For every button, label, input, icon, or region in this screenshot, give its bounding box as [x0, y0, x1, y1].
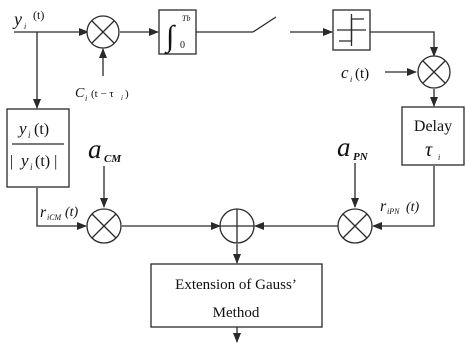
- output-block-line1: Extension of Gauss’: [175, 277, 297, 293]
- ricm-r: r: [40, 204, 47, 221]
- input-label: y i (t): [12, 8, 44, 31]
- delay-tau: τ: [425, 139, 433, 161]
- code-arg: (t): [355, 66, 369, 82]
- normalizer-denominator-sub: i: [30, 162, 33, 172]
- summer: [219, 208, 255, 244]
- apn-sub: PN: [353, 151, 369, 163]
- normalizer-denominator-arg: (t) |: [35, 153, 57, 170]
- ripn-sub: iPN: [387, 207, 400, 216]
- normalizer-denominator-y: y: [19, 151, 29, 170]
- input-y-arg: (t): [33, 8, 44, 22]
- input-y-sub: i: [24, 22, 26, 31]
- normalizer-numerator-sub: i: [28, 130, 31, 140]
- multiplier-3: [86, 208, 122, 244]
- wire-normalizer-to-mult3: [36, 188, 87, 230]
- delayed-code-arg: (t − τ: [91, 88, 114, 100]
- ricm-arg: (t): [65, 205, 79, 220]
- delay-tau-sub: i: [438, 153, 440, 162]
- normalizer-denominator-open: |: [10, 153, 13, 170]
- output-block-line2: Method: [213, 305, 260, 321]
- ripn-r: r: [380, 198, 387, 215]
- multiplier-4: [337, 208, 373, 244]
- delayed-code-close: ): [125, 88, 129, 100]
- wires: [14, 16, 438, 343]
- normalizer-numerator-arg: (t): [34, 121, 49, 138]
- integral-symbol: ∫: [164, 20, 176, 55]
- extension-of-gauss-block: Extension of Gauss’ Method: [150, 263, 323, 328]
- delay-label: Delay: [414, 118, 452, 135]
- integrator-block: ∫ Tb 0: [158, 9, 197, 55]
- acm-label: a CM: [88, 134, 122, 165]
- ripn-arg: (t): [406, 200, 420, 215]
- code-sub: i: [350, 75, 352, 84]
- delayed-code-arg-sub: i: [121, 94, 123, 102]
- acm-a: a: [88, 134, 102, 164]
- normalizer-block: y i (t) | y i (t) |: [6, 108, 70, 188]
- hard-limiter-block: [332, 9, 371, 51]
- wire-delay-to-mult4: [372, 166, 435, 230]
- wire-limiter-to-mult2: [370, 31, 438, 57]
- sampling-switch: [252, 16, 277, 33]
- delayed-code-label: C i (t − τ i ): [75, 86, 129, 103]
- code-label: c i (t): [341, 63, 369, 84]
- delayed-code-c: C: [75, 86, 85, 101]
- ricm-sub: iCM: [47, 213, 63, 222]
- normalizer-numerator-y: y: [17, 119, 27, 138]
- integral-upper-limit: Tb: [182, 14, 190, 23]
- multiplier-1: [86, 15, 120, 49]
- integral-lower-limit: 0: [180, 40, 185, 51]
- ripn-label: r iPN (t): [380, 198, 420, 216]
- delayed-code-sub: i: [85, 94, 87, 103]
- apn-a: a: [337, 132, 351, 162]
- apn-label: a PN: [337, 132, 369, 163]
- input-y: y: [12, 9, 22, 29]
- ricm-label: r iCM (t): [40, 204, 79, 222]
- multiplier-2: [417, 55, 451, 89]
- acm-sub: CM: [104, 153, 122, 165]
- code-c: c: [341, 63, 349, 82]
- delay-block: Delay τ i: [401, 106, 465, 166]
